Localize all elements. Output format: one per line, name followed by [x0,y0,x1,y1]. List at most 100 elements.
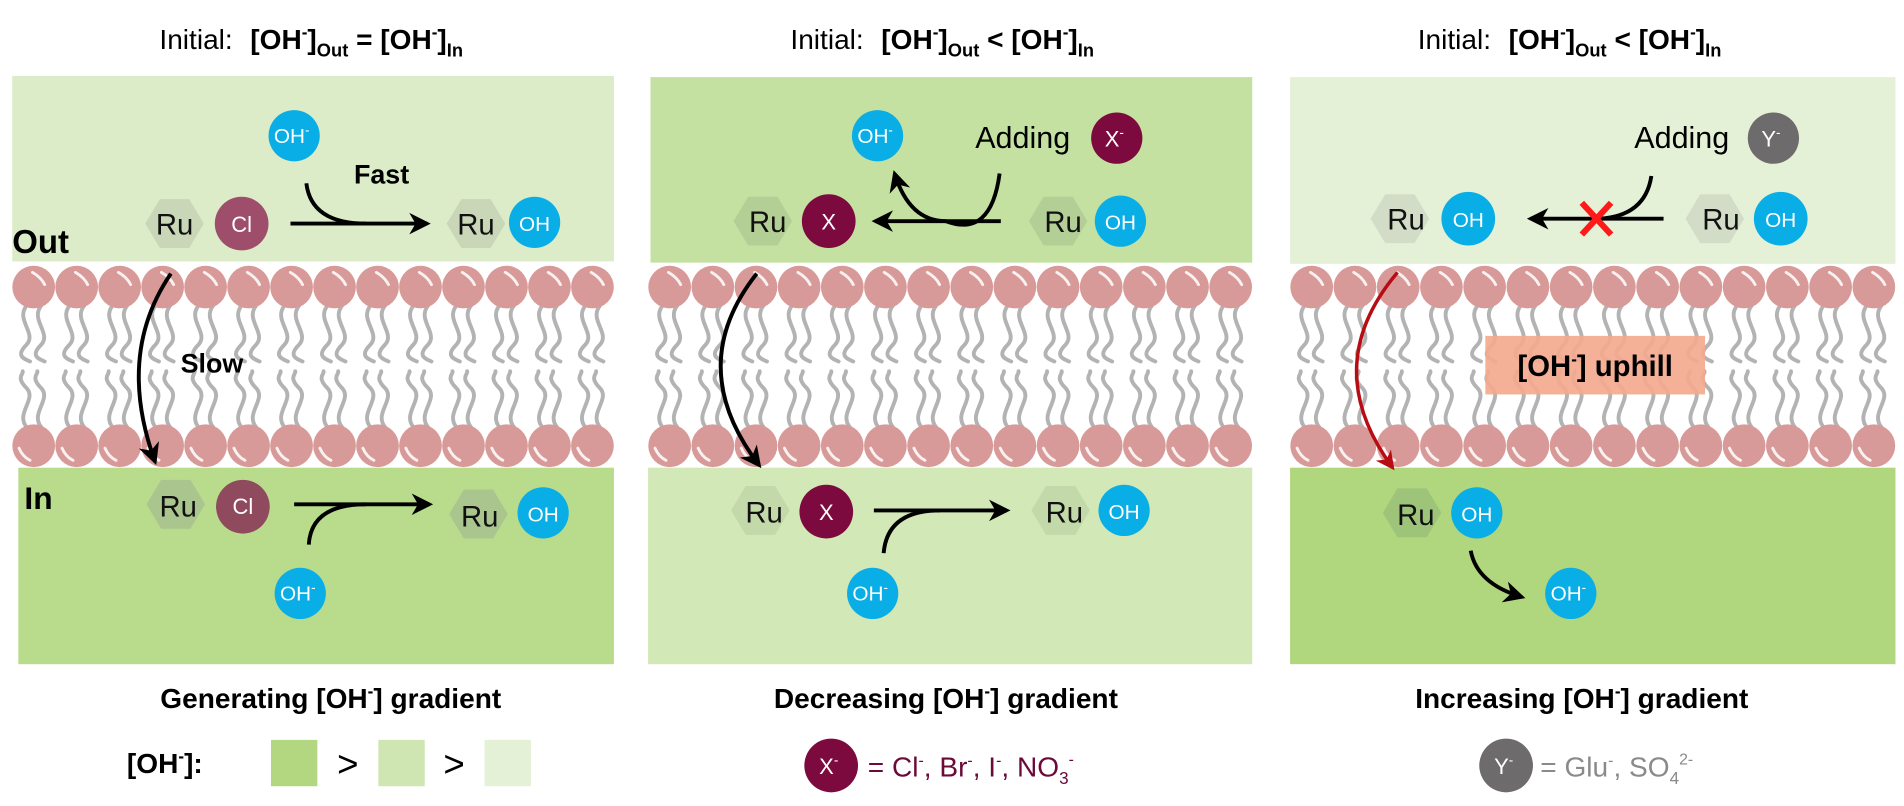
oh-join-curve [304,183,367,226]
lipid-tail [119,304,133,364]
lipid-tail [956,369,970,429]
svg-text:OH: OH [519,213,550,236]
lipid-tail [1772,369,1786,429]
lipid-head-highlight [1295,446,1310,462]
lipid-head-highlight [1814,446,1829,462]
lipid-tail [592,369,605,429]
lipid-tail [654,369,668,429]
lipid-head-highlight [1309,270,1325,287]
svg-text:OH: OH [1461,503,1492,526]
svg-text:OH: OH [1765,209,1796,232]
lipid-tail [463,304,477,364]
lipid-tail [1469,369,1483,429]
lipid-head-highlight [710,270,726,287]
ru-x-complex-in: Ru X [731,484,854,539]
lipid-tail [420,304,434,364]
lipid-head-highlight [653,446,668,462]
lipid-tail [147,369,161,429]
lipid-tail [248,304,262,364]
lipid-tail [1340,304,1354,364]
adding-label: Adding [1634,121,1729,155]
lipid-head-highlight [1085,446,1100,462]
lipid-tail [291,304,305,364]
lipid-head-highlight [589,270,605,287]
lipid-tail [1187,304,1201,364]
ru-cl-complex-in: Ru Cl [146,479,270,534]
ru-oh-complex-in: Ru OH [1382,487,1503,539]
lipid-tail [1058,304,1071,364]
lipid-head-highlight [1611,270,1627,287]
svg-text:OH-: OH- [852,580,888,606]
lipid-head-highlight [17,446,32,462]
lipid-tail [1787,304,1801,364]
lipid-head-highlight [490,446,505,462]
lipid-tail [1014,369,1028,429]
uphill-translocation-arrow [1354,271,1399,471]
lipid-tail [1397,369,1411,429]
lipid-tail [1772,304,1786,364]
lipid-head-highlight [318,446,333,462]
oh-release-arrow [1468,550,1526,603]
lipid-head [1593,424,1636,468]
ru-cl-complex-out: Ru Cl [145,196,269,251]
lipid-head [648,265,692,309]
ru-oh-complex-in: Ru OH [449,487,569,539]
lipid-tail [1086,369,1099,429]
lipid-head [55,265,99,309]
x-ion-legend: X- = Cl-, Br-, I-, NO3- [804,738,1074,793]
svg-text:Ru: Ru [461,500,498,533]
lipid-tail [1355,304,1368,364]
lipid-tail [549,304,563,364]
lipid-tail [104,369,118,429]
svg-text:OH-: OH- [1551,580,1587,606]
lipid-head [55,424,99,468]
lipid-tail [18,369,32,429]
lipid-tail [1230,369,1244,429]
lipid-tail [319,369,333,429]
lipid-head-highlight [839,270,855,287]
lipid-tail [1426,304,1440,364]
lipid-head-highlight [1041,446,1056,462]
lipid-head-highlight [331,270,348,287]
lipid-head [648,424,692,468]
lipid-head [820,265,864,309]
lipid-head [993,265,1037,309]
lipid-head-highlight [1871,270,1887,287]
lipid-tail [162,304,176,364]
panel-3-title: Initial: [OH-]Out < [OH-]In [1418,23,1722,62]
lipid-head-highlight [73,270,90,287]
lipid-tail [1311,304,1325,364]
lipid-tail [1700,304,1714,364]
lipid-tail [1296,369,1310,429]
lipid-head [1463,424,1507,468]
lipid-tail [1311,369,1325,429]
blocked-cross-icon [1579,200,1614,237]
lipid-tail [1816,304,1829,364]
panel-1-caption: Generating [OH-] gradient [160,682,501,714]
lipid-tail [76,369,90,429]
lipid-tail [1729,304,1743,364]
panel-generating: Initial: [OH-]Out = [OH-]In Out In Ru Cl… [12,23,614,787]
lipid-head-highlight [1784,270,1800,287]
lipid-head-highlight [1141,270,1157,287]
legend-gt-2: > [443,743,464,784]
lipid-head [691,265,735,309]
lipid-head-highlight [1184,270,1200,287]
lipid-head [1079,265,1123,309]
lipid-tail [1000,304,1014,364]
lipid-head [1809,265,1852,309]
ru-oh-complex-in: Ru OH [1031,484,1150,537]
lipid-head-highlight [1857,446,1872,462]
lipid-tail [1858,369,1872,429]
lipid-tail [76,304,90,364]
legend-swatch-mid [378,739,425,787]
lipid-head [485,265,528,309]
lipid-tail [1144,304,1158,364]
lipid-head-highlight [232,446,247,462]
lipid-tail [1873,369,1887,429]
legend-gt-1: > [337,743,358,784]
y-ion-added: Y- [1747,112,1800,164]
lipid-tail [190,369,204,429]
lipid-head-highlight [404,446,419,462]
lipid-tail [841,369,855,429]
